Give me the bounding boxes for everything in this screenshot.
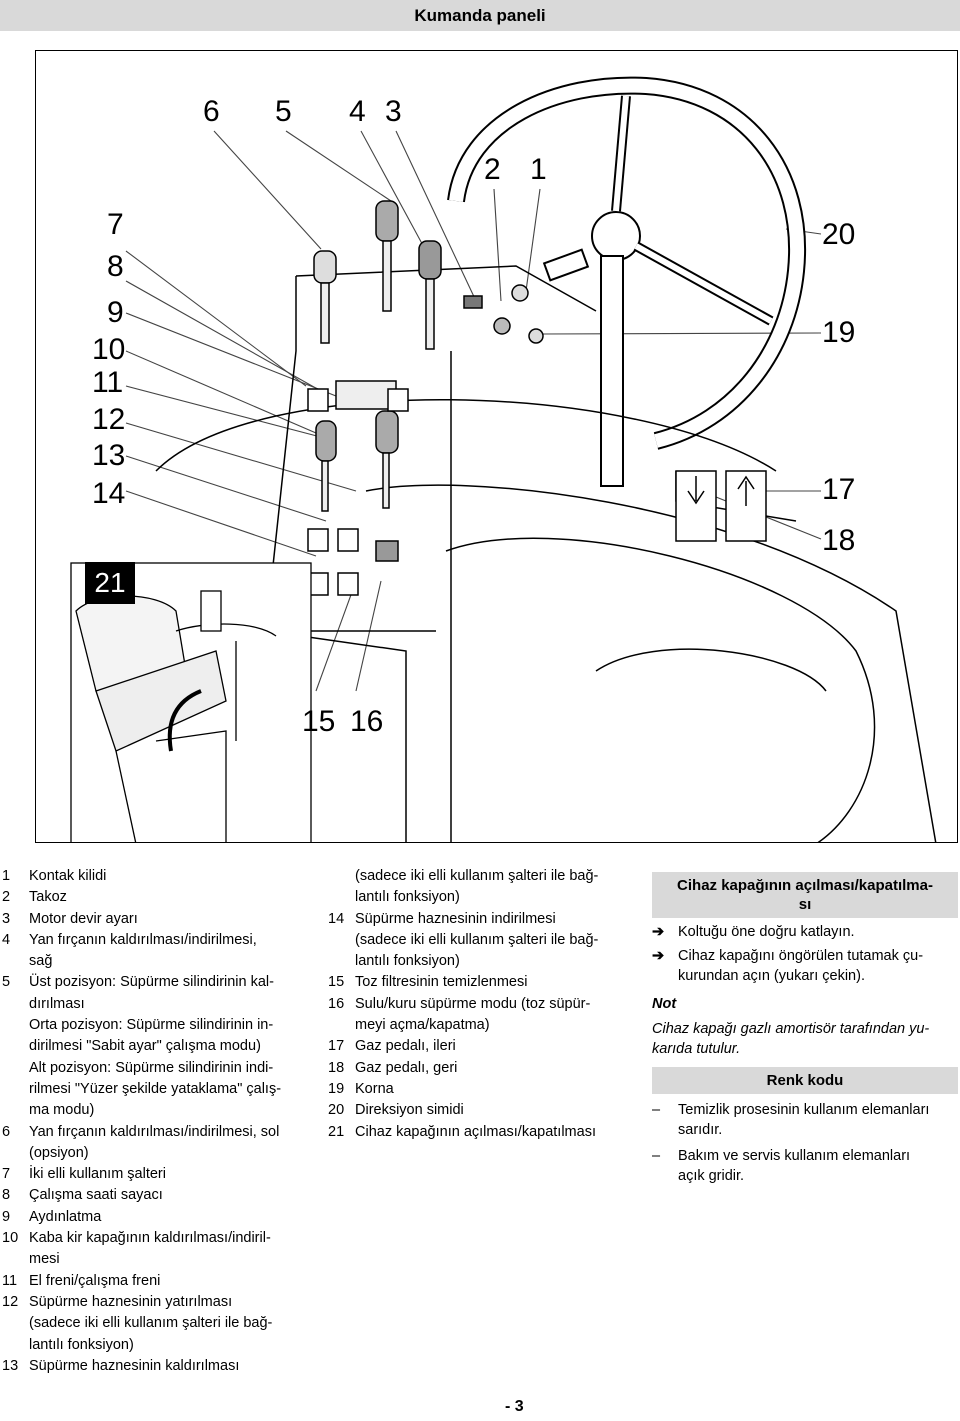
callout-14: 14: [92, 477, 126, 510]
cover-section-heading: Cihaz kapağının açılması/kapatılma- sı: [652, 872, 958, 918]
callout-18: 18: [822, 524, 856, 557]
inset-label-21: 21: [85, 562, 135, 604]
callout-6: 6: [203, 95, 220, 128]
legend-item-continuation: lantılı fonksiyon): [355, 953, 460, 970]
dash-icon: –: [652, 1102, 661, 1119]
legend-item-continuation: dırılması: [29, 995, 85, 1012]
callout-1: 1: [530, 153, 547, 186]
legend-item-continuation: lantılı fonksiyon): [29, 1336, 134, 1353]
info-column: Cihaz kapağının açılması/kapatılma- sı ➔…: [652, 872, 958, 1192]
legend-item-continuation: ma modu): [29, 1102, 95, 1119]
callout-10: 10: [92, 333, 126, 366]
callout-11: 11: [92, 366, 124, 399]
note-text: Cihaz kapağı gazlı amortisör tarafından …: [652, 1021, 930, 1058]
color-code-heading: Renk kodu: [652, 1067, 958, 1095]
note-title: Not: [652, 996, 677, 1012]
callout-12: 12: [92, 403, 126, 436]
control-panel-illustration: [35, 50, 958, 843]
step-item: ➔ Cihaz kapağını öngörülen tutamak çu- k…: [652, 948, 924, 984]
legend-item-continuation: dirilmesi "Sabit ayar" çalışma modu): [29, 1038, 261, 1055]
callout-19: 19: [822, 316, 856, 349]
callout-20: 20: [822, 218, 856, 251]
callout-3: 3: [385, 95, 402, 128]
legend-item-continuation: (sadece iki elli kullanım şalteri ile ba…: [355, 868, 599, 884]
control-panel-drawing: [70, 76, 937, 842]
legend-item-continuation: lantılı fonksiyon): [355, 889, 460, 906]
dash-icon: –: [652, 1148, 661, 1165]
legend-item-continuation: sağ: [29, 953, 53, 970]
callout-5: 5: [275, 95, 292, 128]
callout-17: 17: [822, 473, 856, 506]
callout-16: 16: [350, 705, 384, 738]
page-number: - 3: [505, 1398, 524, 1415]
arrow-icon: ➔: [652, 948, 665, 964]
step-item: ➔ Koltuğu öne doğru katlayın.: [652, 924, 855, 940]
legend-item-continuation: (sadece iki elli kullanım şalteri ile ba…: [29, 1315, 273, 1332]
legend-item-continuation: meyi açma/kapatma): [355, 1017, 490, 1034]
callout-15: 15: [302, 705, 336, 738]
legend-item-continuation: Alt pozisyon: Süpürme silindirinin indi-: [29, 1059, 274, 1076]
legend-column-2: (sadece iki elli kullanım şalteri ile ba…: [328, 866, 624, 1143]
color-code-item: – Temizlik prosesinin kullanım elemanlar…: [652, 1102, 930, 1139]
page-header: Kumanda paneli: [0, 0, 960, 31]
legend-item-continuation: (opsiyon): [29, 1144, 89, 1161]
callout-13: 13: [92, 439, 126, 472]
color-code-item: – Bakım ve servis kullanım elemanları aç…: [652, 1148, 911, 1185]
callout-4: 4: [349, 95, 366, 128]
legend-item-continuation: rilmesi "Yüzer şekilde yataklama" çalış-: [29, 1080, 282, 1097]
callout-7: 7: [107, 208, 124, 241]
arrow-icon: ➔: [652, 924, 665, 940]
callout-2: 2: [484, 153, 501, 186]
callout-8: 8: [107, 250, 124, 283]
legend-item-continuation: mesi: [29, 1251, 60, 1268]
legend-item-continuation: (sadece iki elli kullanım şalteri ile ba…: [355, 931, 599, 948]
legend-item-continuation: Orta pozisyon: Süpürme silindirinin in-: [29, 1017, 274, 1034]
callout-9: 9: [107, 296, 124, 329]
